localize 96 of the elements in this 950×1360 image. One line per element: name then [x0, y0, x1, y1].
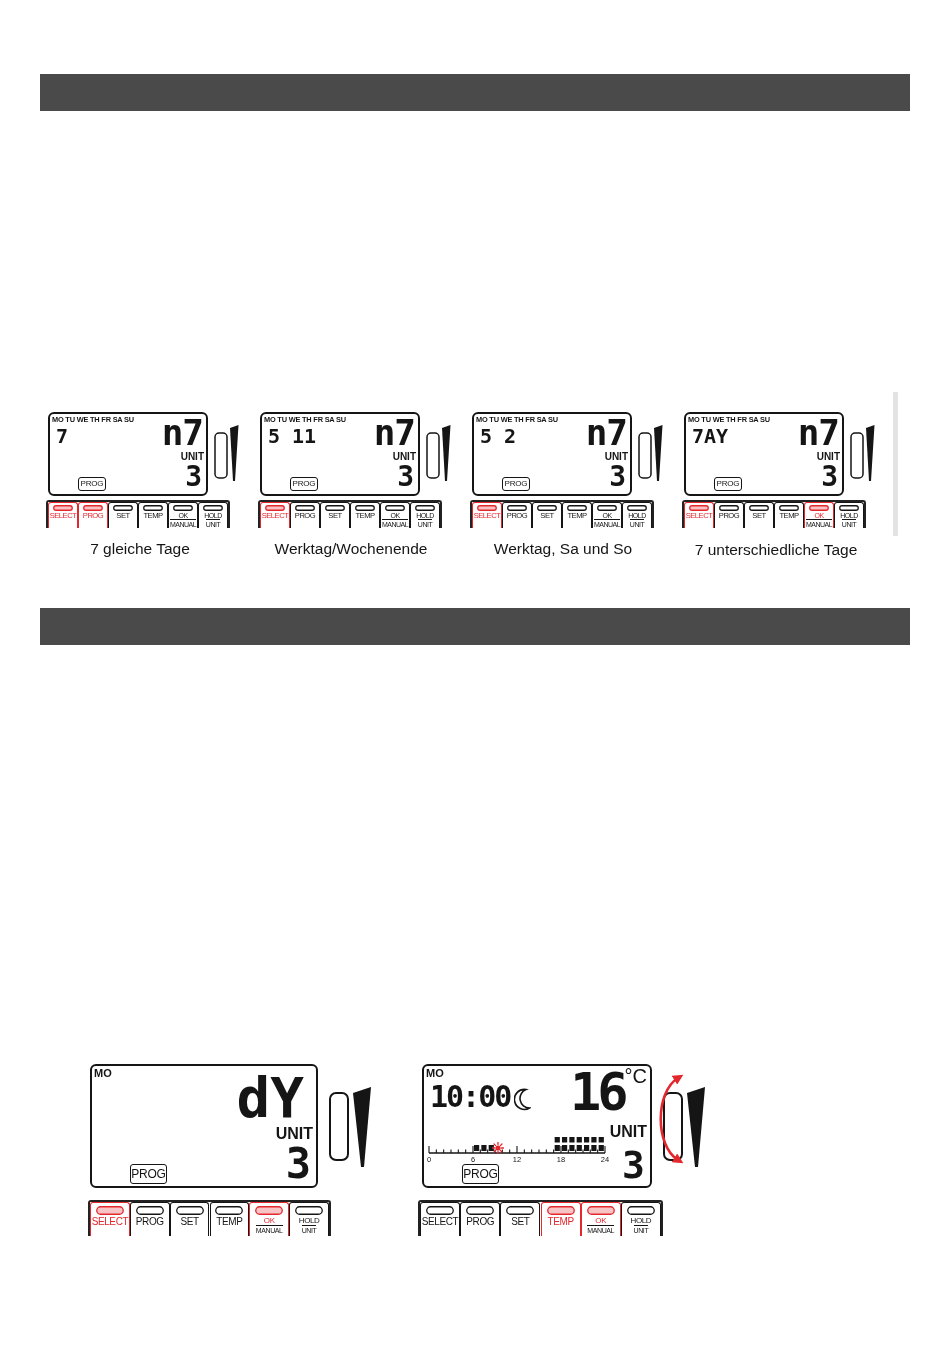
keypad-button: [500, 1202, 541, 1236]
keypad-button: [168, 502, 198, 528]
segment-display: n7: [797, 415, 839, 451]
panel-caption: 7 gleiche Tage: [90, 540, 190, 558]
segment-display: n7: [373, 415, 415, 451]
keypad-button: [532, 502, 562, 528]
button-label: PROG: [466, 1217, 495, 1227]
keypad-button: [562, 502, 592, 528]
keypad-button: [540, 1202, 581, 1236]
button-strip: [88, 1200, 331, 1236]
mode-digits: 5 2: [480, 426, 517, 446]
button-label: PROG: [135, 1217, 164, 1227]
temperature-reading: 16: [570, 1066, 625, 1118]
lcd-screen: [90, 1064, 318, 1188]
keypad-button: [774, 502, 804, 528]
button-label: HOLD: [298, 1217, 320, 1225]
panel-caption: Werktag/Wochenende: [274, 540, 428, 558]
lcd-screen: [422, 1064, 652, 1188]
button-strip: [470, 500, 654, 528]
keypad-button: [129, 1202, 170, 1236]
unit-number: 3: [285, 1143, 311, 1185]
unit-label: UNIT: [604, 452, 628, 462]
lcd-screen: [472, 412, 632, 496]
keypad-button: [209, 1202, 250, 1236]
mode-digits: 7: [56, 426, 69, 446]
keypad-button: [714, 502, 744, 528]
unit-label: UNIT: [180, 452, 204, 462]
button-label: SELECT: [421, 1217, 459, 1227]
mode-digits: 5 11: [268, 426, 317, 446]
keypad-button: [138, 502, 168, 528]
keypad-button: [472, 502, 502, 528]
unit-number: 3: [609, 463, 626, 491]
button-strip: [258, 500, 442, 528]
segment-display: n7: [161, 415, 203, 451]
prog-indicator: PROG: [714, 477, 742, 491]
keypad-button: [804, 502, 834, 528]
prog-indicator: PROG: [462, 1164, 499, 1184]
keypad-button: [90, 1202, 130, 1236]
keypad-button: [380, 502, 410, 528]
prog-indicator: PROG: [290, 477, 318, 491]
keypad-button: [289, 1202, 329, 1236]
button-label: TEMP: [216, 1217, 243, 1227]
prog-indicator: PROG: [502, 477, 530, 491]
panel-caption: 7 unterschiedliche Tage: [694, 541, 858, 559]
segment-display: dY: [236, 1070, 304, 1126]
keypad-button: [78, 502, 108, 528]
keypad-button: [169, 1202, 210, 1236]
button-strip: [418, 1200, 663, 1236]
segment-display: n7: [585, 415, 627, 451]
keypad-button: [460, 1202, 501, 1236]
unit-label: UNIT: [816, 452, 840, 462]
keypad-button: [108, 502, 138, 528]
keypad-button: [420, 1202, 461, 1236]
lcd-screen: [48, 412, 208, 496]
weekday-indicator: MO: [426, 1068, 444, 1079]
clock-time: 10:00: [430, 1082, 511, 1112]
panel-caption: Werktag, Sa und So: [493, 540, 633, 558]
keypad-button: [684, 502, 714, 528]
unit-number: 3: [821, 463, 838, 491]
keypad-button: [260, 502, 290, 528]
button-label: HOLD: [630, 1217, 652, 1225]
keypad-button: [48, 502, 78, 528]
keypad-button: [592, 502, 622, 528]
lcd-screen: [260, 412, 420, 496]
keypad-button: [502, 502, 532, 528]
keypad-button: [290, 502, 320, 528]
keypad-button: [320, 502, 350, 528]
keypad-button: [580, 1202, 621, 1236]
unit-label: UNIT: [609, 1124, 647, 1140]
temperature-unit: °C: [624, 1066, 647, 1086]
keypad-button: [620, 1202, 661, 1236]
keypad-button: [834, 502, 864, 528]
unit-label: UNIT: [392, 452, 416, 462]
unit-number: 3: [185, 463, 202, 491]
button-label: SET: [511, 1217, 530, 1227]
keypad-button: [350, 502, 380, 528]
prog-indicator: PROG: [78, 477, 106, 491]
weekday-indicator: MO: [94, 1068, 112, 1079]
keypad-button: [410, 502, 440, 528]
button-label: SET: [180, 1217, 199, 1227]
button-label: TEMP: [547, 1217, 574, 1227]
button-label: SELECT: [91, 1217, 129, 1227]
keypad-button: [249, 1202, 290, 1236]
lcd-screen: [684, 412, 844, 496]
button-label: OK: [595, 1217, 607, 1225]
keypad-button: [622, 502, 652, 528]
unit-number: 3: [397, 463, 414, 491]
button-label: OK: [263, 1217, 275, 1225]
button-strip: [682, 500, 866, 528]
keypad-button: [744, 502, 774, 528]
keypad-button: [198, 502, 228, 528]
mode-digits: 7AY: [692, 426, 729, 446]
button-strip: [46, 500, 230, 528]
unit-number: 3: [622, 1146, 645, 1184]
prog-indicator: PROG: [130, 1164, 167, 1184]
unit-label: UNIT: [275, 1126, 313, 1142]
